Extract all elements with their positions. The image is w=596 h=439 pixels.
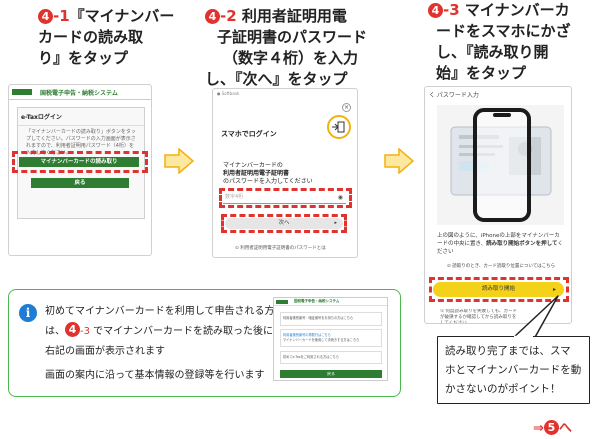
step2-line-2: 子証明書のパスワード	[217, 28, 368, 46]
step1-title: 4-1『マイナンバー カードの読み取 り』をタップ	[38, 6, 174, 69]
info-para1: 初めてマイナンバーカードを利用して申告される方は、	[45, 306, 275, 337]
desc-line-2: 利用者証明用電子証明書	[223, 170, 290, 177]
callout-line-3: かさないのがポイント！	[445, 383, 561, 395]
desc-line-3: のパスワードを入力してください	[223, 178, 313, 185]
etax-header: 国税電子申告・納税システム	[274, 298, 387, 306]
screen-etax-login: 国税電子申告・納税システム e-Taxログイン 「マイナンバーカードの読み取り」…	[8, 84, 152, 256]
step-sub: -2	[220, 7, 237, 25]
read-instructions: 上の図のように、iPhoneの上部をマイナンバーカードの中央に置き、読み取り開始…	[437, 232, 565, 256]
screen-first-time-menu: 国税電子申告・納税システム 利用者識別番号・暗証番号をお持ちの方はこちら 利用者…	[273, 297, 388, 381]
nta-logo	[12, 89, 32, 95]
next-suffix: へ	[558, 421, 572, 436]
password-instructions: マイナンバーカードの 利用者証明用電子証明書 のパスワードを入力してください	[223, 162, 313, 186]
back-button[interactable]: 戻る	[31, 178, 129, 188]
eye-icon[interactable]: ◉	[337, 194, 343, 201]
menu-option[interactable]: 利用者識別番号の再発行はこちら マイナンバーカードを使用して手続きする方はこちら	[280, 329, 382, 347]
step-number-badge: 4	[428, 3, 443, 18]
highlight-frame	[221, 214, 347, 233]
status-bar: ● Softbank	[217, 91, 240, 96]
info-paragraph-1: 初めてマイナンバーカードを利用して申告される方は、4-3 でマイナンバーカードを…	[45, 302, 280, 362]
read-warning: ① 何度読み取りを失敗しても、カードが破損するか確認してから読み取りをしてくださ…	[440, 309, 517, 323]
next-button[interactable]: 次へ ▸	[225, 218, 343, 229]
info-text: 初めてマイナンバーカードを利用して申告される方は、4-3 でマイナンバーカードを…	[45, 302, 280, 386]
callout-line-2: ホとマイナンバーカードを動	[445, 364, 582, 376]
step-sub: -1	[53, 7, 70, 25]
header-title: 国税電子申告・納税システム	[40, 89, 118, 97]
tip-callout: 読み取り完了までは、スマ ホとマイナンバーカードを動 かさないのがポイント！	[437, 336, 590, 404]
callout-line-1: 読み取り完了までは、スマ	[445, 345, 571, 357]
step3-line-3: し、『読み取り開	[436, 43, 549, 61]
highlight-frame	[219, 188, 352, 208]
back-nav[interactable]: く パスワード入力	[429, 92, 479, 99]
arrow-right-icon	[384, 148, 414, 174]
screen-heading: スマホでログイン	[221, 130, 277, 138]
option-label: 初めてe-Taxをご利用される方はこちら	[283, 355, 339, 359]
step2-line-1: 利用者証明用電	[241, 7, 347, 25]
step2-line-3: （数字４桁）を入力	[223, 49, 359, 67]
step-number-badge: 4	[38, 9, 53, 24]
read-position-link[interactable]: ⊙ 読取りのとき、カード読取り位置についてはこちら	[447, 264, 556, 269]
menu-option[interactable]: 利用者識別番号・暗証番号をお持ちの方はこちら	[280, 312, 382, 326]
highlight-frame	[429, 277, 569, 302]
step1-line-3: り』をタップ	[38, 49, 129, 67]
info-icon: i	[19, 304, 37, 322]
next-arrow: ⇒	[533, 421, 544, 436]
option-label: 利用者識別番号・暗証番号をお持ちの方はこちら	[283, 316, 354, 320]
step1-line-2: カードの読み取	[38, 28, 144, 46]
step2-title: 4-2 利用者証明用電 子証明書のパスワード （数字４桁）を入力 し、『次へ』を…	[205, 6, 367, 90]
desc-bold: 読み取り開始ボタンを押して	[486, 241, 558, 247]
start-reading-label: 読み取り開始	[481, 286, 515, 292]
step3-line-4: 始』をタップ	[436, 64, 527, 82]
step2-line-4: し、『次へ』をタップ	[205, 70, 348, 88]
step-sub: -3	[443, 1, 460, 19]
chevron-right-icon: ▸	[334, 220, 337, 226]
info-para1-rest: でマイナンバーカードを読み取った後に右記の画面が表示されます	[45, 326, 273, 357]
password-placeholder: 数字4桁	[225, 194, 244, 200]
highlight-frame	[12, 151, 148, 173]
screen-card-read: く パスワード入力 上の図のように、iPhoneの上部をマイナンバーカードの中央…	[424, 86, 572, 324]
desc-pre: 上の図のように、iPhoneの上部をマイナンバーカードの中央に置き、	[437, 233, 560, 247]
info-paragraph-2: 画面の案内に沿って基本情報の登録等を行います	[45, 370, 265, 381]
nta-logo	[276, 299, 288, 304]
next-label: 次へ	[278, 220, 290, 226]
option-link[interactable]: 利用者識別番号の再発行はこちら	[283, 333, 331, 337]
step1-line-1: 『マイナンバー	[69, 7, 175, 25]
start-reading-button[interactable]: 読み取り開始 ▸	[433, 282, 564, 297]
step3-line-1: マイナンバーカ	[464, 1, 570, 19]
desc-line-1: マイナンバーカードの	[223, 162, 283, 169]
desc-post: ください	[437, 241, 563, 255]
close-icon[interactable]: ×	[342, 103, 351, 112]
chevron-right-icon: ▸	[552, 286, 556, 293]
card-title: e-Taxログイン	[18, 108, 144, 126]
card-reader-icon	[327, 115, 351, 139]
header-title: 国税電子申告・納税システム	[294, 299, 340, 303]
arrow-right-icon	[164, 148, 194, 174]
screen-password-entry: ● Softbank × スマホでログイン マイナンバーカードの 利用者証明用電…	[212, 88, 358, 258]
menu-option[interactable]: 初めてe-Taxをご利用される方はこちら	[280, 351, 382, 364]
step-number-badge: 5	[543, 420, 559, 435]
info-step-ref: -3	[80, 326, 90, 337]
option-label: マイナンバーカードを使用して手続きする方はこちら	[283, 338, 360, 342]
etax-header: 国税電子申告・納税システム	[9, 85, 151, 100]
step3-title: 4-3 マイナンバーカ ードをスマホにかざ し、『読み取り開 始』をタップ	[428, 0, 571, 84]
back-button[interactable]: 戻る	[280, 370, 382, 378]
step-number-badge: 4	[65, 322, 80, 337]
password-input[interactable]: 数字4桁 ◉	[223, 193, 346, 204]
read-mynumber-card-button[interactable]: マイナンバーカードの読み取り	[19, 157, 139, 167]
step-number-badge: 4	[205, 9, 220, 24]
password-help-link[interactable]: ⊙ 利用者証明用電子証明書のパスワードとは	[235, 246, 326, 251]
phone-on-card-illustration	[437, 105, 564, 225]
step3-line-2: ードをスマホにかざ	[436, 22, 571, 40]
